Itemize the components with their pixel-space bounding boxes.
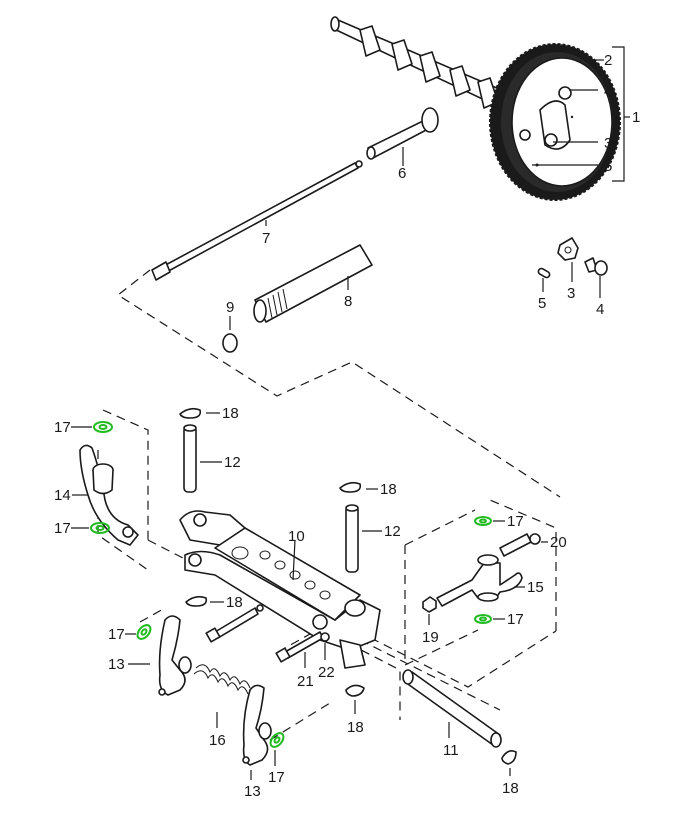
callout-17: 17 — [108, 626, 125, 643]
callout-13: 13 — [244, 783, 261, 800]
callout-7: 7 — [262, 230, 270, 247]
callout-18: 18 — [347, 719, 364, 736]
rocker-arm-13-right[interactable] — [242, 684, 272, 766]
rocker-arm-13-left[interactable] — [158, 615, 192, 696]
lock-plate[interactable] — [557, 237, 579, 261]
washer-17[interactable] — [90, 522, 110, 534]
bolt-21[interactable] — [275, 631, 324, 663]
rocker-arm-support[interactable] — [179, 510, 381, 669]
callout-4: 4 — [604, 83, 612, 100]
camshaft[interactable] — [330, 16, 521, 113]
circlip[interactable] — [345, 684, 365, 697]
bolt[interactable] — [584, 257, 608, 276]
callout-14: 14 — [54, 487, 71, 504]
washer-17[interactable] — [93, 421, 113, 433]
bolt-upper[interactable] — [205, 604, 264, 643]
callout-22: 22 — [318, 664, 335, 681]
push-rod[interactable] — [151, 160, 363, 281]
callout-12: 12 — [384, 523, 401, 540]
callout-20: 20 — [550, 534, 567, 551]
callout-5: 5 — [604, 158, 612, 175]
dowel-pin[interactable] — [537, 267, 551, 279]
callout-3: 3 — [604, 135, 612, 152]
callout-12: 12 — [224, 454, 241, 471]
seal-ring[interactable] — [222, 333, 238, 353]
washer-22[interactable] — [320, 632, 330, 642]
callout-18: 18 — [502, 780, 519, 797]
callout-17: 17 — [54, 520, 71, 537]
callout-5: 5 — [538, 295, 546, 312]
adjusting-screw[interactable] — [499, 533, 541, 557]
nut-19[interactable] — [422, 596, 437, 613]
callout-13: 13 — [108, 656, 125, 673]
callout-17: 17 — [507, 611, 524, 628]
callout-15: 15 — [527, 579, 544, 596]
washer-17[interactable] — [474, 516, 492, 526]
callout-17: 17 — [54, 419, 71, 436]
rocker-arm-15[interactable] — [436, 554, 523, 607]
callout-4: 4 — [596, 301, 604, 318]
rocker-arm-14[interactable] — [79, 444, 139, 546]
washer-17[interactable] — [268, 731, 286, 750]
cam-gear[interactable] — [489, 43, 621, 201]
circlip[interactable] — [185, 595, 208, 607]
callout-17: 17 — [507, 513, 524, 530]
washer-17[interactable] — [135, 623, 153, 642]
callout-16: 16 — [209, 732, 226, 749]
callout-19: 19 — [422, 629, 439, 646]
callout-3: 3 — [567, 285, 575, 302]
callout-9: 9 — [226, 299, 234, 316]
callout-1: 1 — [632, 109, 640, 126]
callout-10: 10 — [288, 528, 305, 545]
callout-11: 11 — [443, 742, 459, 759]
washer-17[interactable] — [474, 614, 492, 624]
rocker-pin-right[interactable] — [345, 504, 359, 573]
callout-18: 18 — [226, 594, 243, 611]
callout-17: 17 — [268, 769, 285, 786]
callout-6: 6 — [398, 165, 406, 182]
circlip[interactable] — [501, 750, 517, 765]
rocker-pin-left[interactable] — [183, 424, 197, 493]
callout-8: 8 — [344, 293, 352, 310]
callout-18: 18 — [380, 481, 397, 498]
rocker-shaft[interactable] — [402, 669, 502, 748]
valve-lifter[interactable] — [366, 107, 439, 160]
circlip[interactable] — [339, 481, 362, 493]
circlip[interactable] — [179, 407, 202, 419]
callout-2: 2 — [604, 52, 612, 69]
callout-21: 21 — [297, 673, 314, 690]
callout-18: 18 — [222, 405, 239, 422]
spring[interactable] — [193, 664, 251, 695]
push-rod-tube[interactable] — [253, 244, 373, 323]
